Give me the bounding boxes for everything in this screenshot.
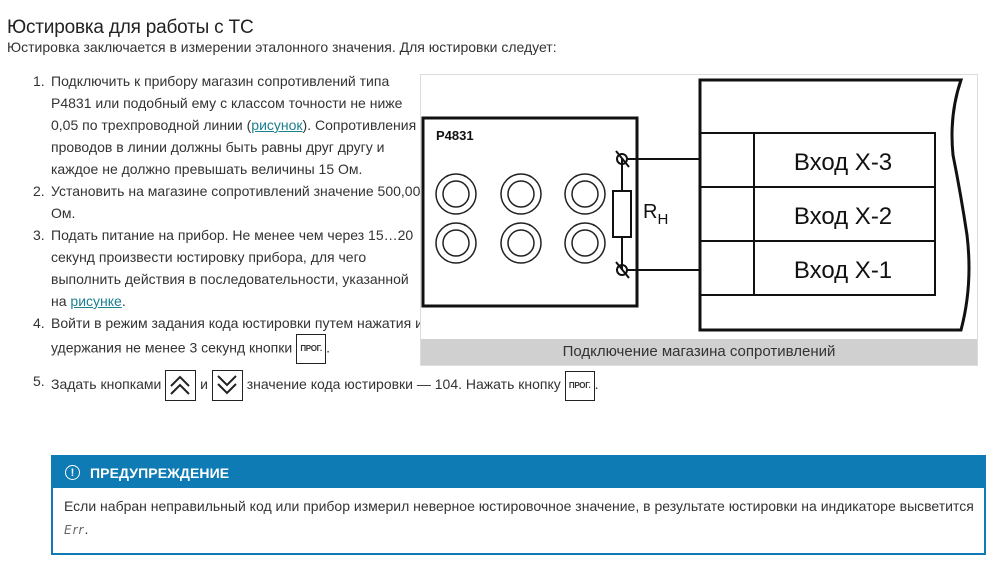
step-text: Задать кнопками [51,376,166,393]
input-label: Вход Х-2 [794,203,892,230]
warning-header: ! ПРЕДУПРЕЖДЕНИЕ [53,457,984,488]
step-text: . [326,339,330,356]
step-number: 4. [33,315,45,331]
knob-icon [564,173,606,215]
step-text: . [594,376,599,393]
step-text: значение кода юстировки — 104. Нажать кн… [242,376,565,393]
figure-link[interactable]: рисунок [251,117,303,133]
warning-box: ! ПРЕДУПРЕЖДЕНИЕ Если набран неправильны… [51,455,986,555]
step-text: Подключить к прибору магазин сопротивлен… [51,73,403,133]
prog-button-icon: ПРОГ. [296,334,327,364]
step-text: и [196,376,212,393]
warning-title: ПРЕДУПРЕЖДЕНИЕ [90,464,230,481]
step-text: Подать питание на прибор. Не менее чем ч… [51,227,414,309]
step-item: 1. Подключить к прибору магазин сопротив… [28,70,423,180]
steps-list: 1. Подключить к прибору магазин сопротив… [28,70,599,401]
knob-icon [500,173,542,215]
figure-caption: Подключение магазина сопротивлений [421,339,977,365]
step-text: Войти в режим задания кода юстировки пут… [51,315,423,356]
step-item: 5. Задать кнопками и значение кода юстир… [28,370,751,401]
connection-figure: Р4831 RН [420,74,978,366]
instrument-body [698,78,971,332]
step-number: 3. [33,227,45,243]
figure-link[interactable]: рисунке [70,293,122,309]
prog-button-icon: ПРОГ. [564,370,595,401]
warning-text: Если набран неправильный код или прибор … [53,488,984,542]
step-number: 5. [33,373,45,389]
page-title: Юстировка для работы с ТС [7,16,254,38]
step-item: 2. Установить на магазине сопротивлений … [28,180,423,224]
resistor-label: RН [643,201,668,228]
exclamation-circle-icon: ! [65,465,80,480]
input-terminals [699,132,936,296]
step-item: 3. Подать питание на прибор. Не менее че… [28,224,423,312]
knobs [435,173,606,264]
connection-diagram: Р4831 RН [421,78,971,332]
step-text: . [121,293,126,309]
step-item: 4. Войти в режим задания кода юстировки … [28,312,423,364]
knob-icon [564,222,606,264]
device-label: Р4831 [436,128,474,143]
knob-icon [500,222,542,264]
step-number: 1. [33,73,45,89]
intro-text: Юстировка заключается в измерении эталон… [7,39,557,55]
resistance-box [421,116,639,308]
step-text: Установить на магазине сопротивлений зна… [51,183,421,221]
input-label: Вход Х-1 [794,257,892,284]
up-arrow-button-icon [165,370,197,401]
error-code: Err [64,523,85,537]
resistor [612,150,701,279]
step-number: 2. [33,183,45,199]
warning-message-end: . [84,521,89,537]
knob-icon [435,222,477,264]
step-text: ). Сопротивления проводов в линии должны… [51,117,417,177]
down-arrow-button-icon [211,370,243,401]
knob-icon [435,173,477,215]
input-label: Вход Х-3 [794,149,892,176]
warning-message: Если набран неправильный код или прибор … [64,498,974,514]
